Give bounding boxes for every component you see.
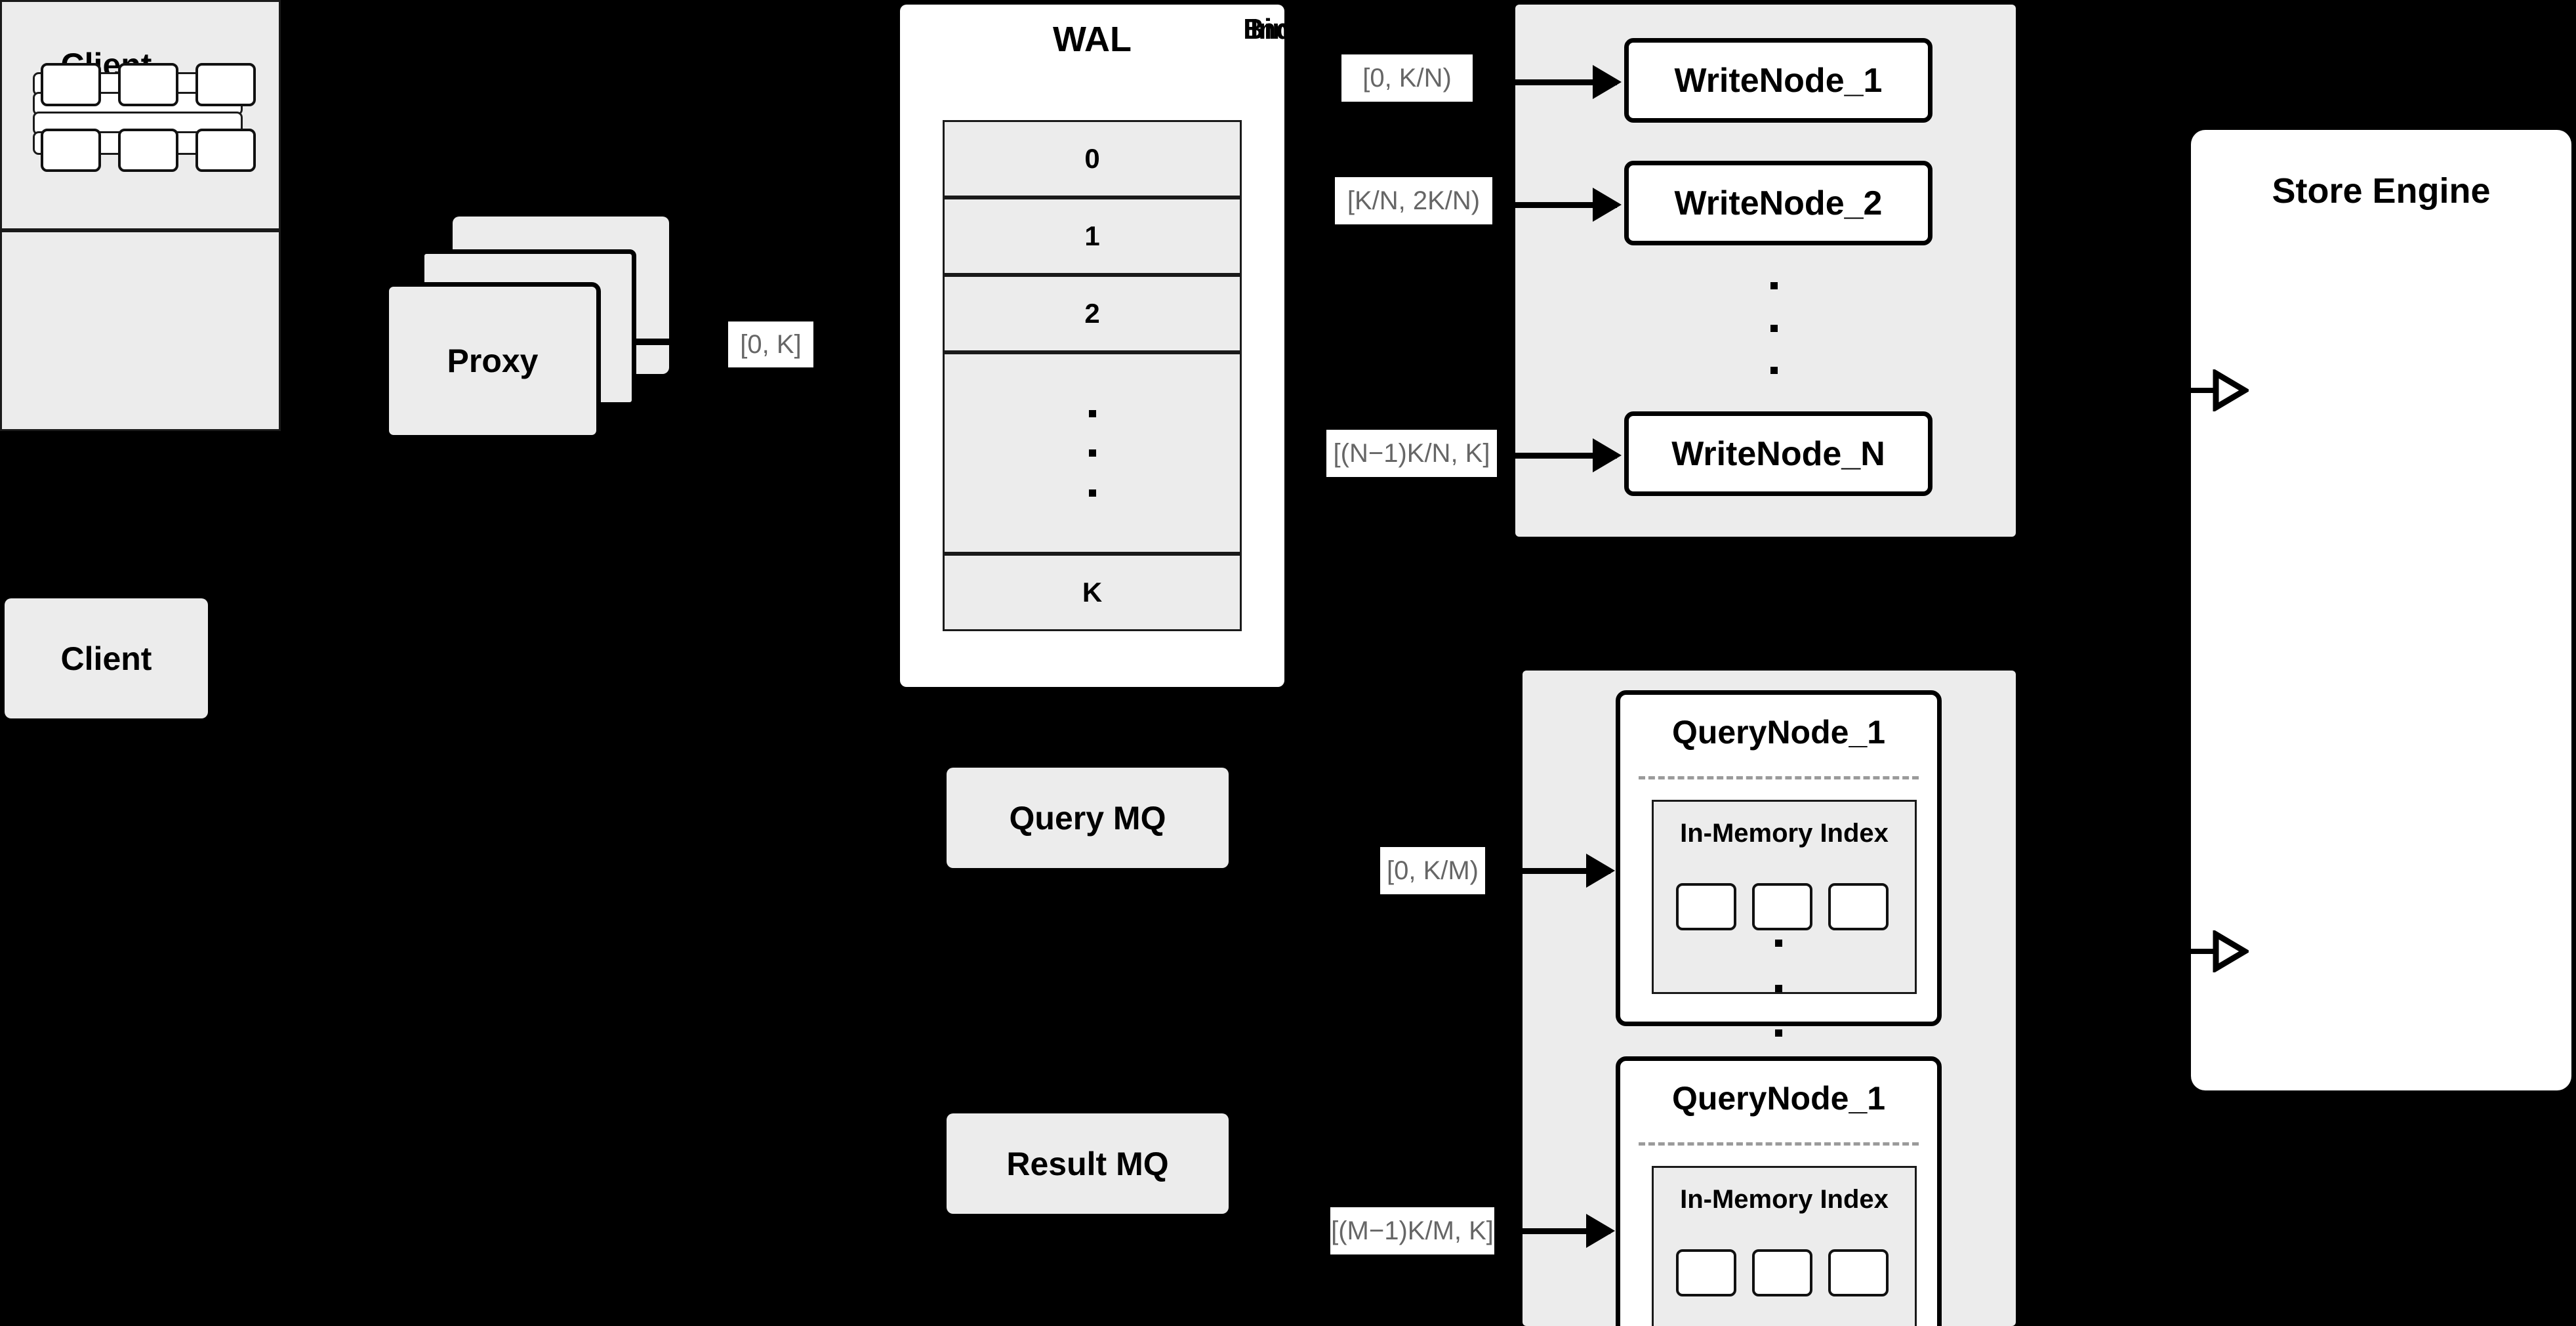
querynode-1-index-title: In-Memory Index (1680, 819, 1889, 848)
writenode-1-box[interactable]: WriteNode_1 (1624, 38, 1932, 123)
store-index-title: Index (1250, 13, 1326, 45)
writenode-n-range-label: [(N−1)K/N, K] (1326, 430, 1497, 477)
wal-ellipsis-dots (1088, 409, 1096, 497)
proxy-range-label: [0, K] (728, 321, 813, 367)
store-index-cell-r1c1 (41, 63, 101, 106)
querynode-1-label: QueryNode_1 (1671, 714, 1886, 751)
querynode-2-index-cell-1 (1676, 1249, 1736, 1296)
querynode-1-index-cell-3 (1828, 883, 1889, 930)
write-cluster-ellipsis-dots (1770, 282, 1778, 374)
store-index-cell-r1c2 (118, 63, 178, 106)
querynode-2-index-cell-3 (1828, 1249, 1889, 1296)
querynode-2-index-title: In-Memory Index (1680, 1185, 1889, 1214)
querynode-1-range-label: [0, K/M) (1380, 847, 1485, 894)
client-label-2: Client (60, 640, 152, 677)
writenode-2-range-label: [K/N, 2K/N) (1335, 177, 1492, 224)
wal-row-0: 0 (943, 120, 1242, 197)
querynode-1-index-cell-2 (1752, 883, 1812, 930)
wal-row-k: K (943, 554, 1242, 631)
store-index-arrow-head-icon (2213, 930, 2249, 972)
querynode-2-index-cell-2 (1752, 1249, 1812, 1296)
wal-row-2: 2 (943, 275, 1242, 352)
querynode-2-box[interactable]: QueryNode_1 In-Memory Index (1616, 1056, 1942, 1326)
store-index-box: Index (0, 13, 1326, 431)
binlog-title: Binlog (1243, 13, 1333, 45)
wal-row-ellipsis (943, 352, 1242, 554)
store-engine-container: Store Engine (2191, 130, 2571, 1090)
result-mq-box[interactable]: Result MQ (947, 1113, 1229, 1214)
querynode-2-arrow-head (1586, 1214, 1615, 1248)
writenode-2-box[interactable]: WriteNode_2 (1624, 161, 1932, 245)
query-mq-box[interactable]: Query MQ (947, 768, 1229, 868)
querynode-1-box[interactable]: QueryNode_1 In-Memory Index (1616, 690, 1942, 1026)
store-index-cell-r2c2 (118, 129, 178, 172)
store-engine-title: Store Engine (2272, 171, 2491, 211)
store-index-cell-r2c3 (195, 129, 256, 172)
query-cluster-ellipsis-dots-visible (1774, 940, 1782, 1037)
store-index-cell-r1c3 (195, 63, 256, 106)
store-index-arrow-line (2190, 949, 2229, 954)
writenode-1-arrow-head (1593, 65, 1622, 99)
querynode-2-range-label: [(M−1)K/M, K] (1330, 1207, 1494, 1254)
querynode-2-label: QueryNode_1 (1671, 1080, 1886, 1117)
writenode-n-arrow-line (1505, 453, 1617, 459)
writenode-n-arrow-head (1593, 438, 1622, 472)
writenode-n-box[interactable]: WriteNode_N (1624, 411, 1932, 496)
querynode-1-inmemory-index: In-Memory Index (1652, 800, 1917, 994)
writenode-1-arrow-line (1505, 79, 1617, 85)
binlog-arrow-line (2190, 388, 2229, 393)
writenode-2-arrow-head (1593, 188, 1622, 222)
proxy-label: Proxy (447, 342, 539, 379)
querynode-1-separator (1639, 776, 1919, 779)
client-box-2[interactable]: Client (5, 598, 208, 718)
querynode-2-arrow-line (1515, 1228, 1610, 1234)
writenode-1-range-label: [0, K/N) (1341, 54, 1473, 102)
writenode-2-arrow-line (1505, 202, 1617, 208)
querynode-2-inmemory-index: In-Memory Index (1652, 1166, 1917, 1326)
proxy-wal-connector (635, 339, 674, 345)
binlog-arrow-head-icon (2213, 369, 2249, 411)
querynode-1-index-cell-1 (1676, 883, 1736, 930)
wal-row-1: 1 (943, 197, 1242, 275)
wal-title: WAL (1053, 20, 1132, 59)
querynode-2-separator (1639, 1142, 1919, 1146)
querynode-1-arrow-head (1586, 854, 1615, 888)
store-index-cell-r2c1 (41, 129, 101, 172)
proxy-box[interactable]: Proxy (384, 282, 601, 440)
querynode-1-arrow-line (1515, 868, 1610, 874)
